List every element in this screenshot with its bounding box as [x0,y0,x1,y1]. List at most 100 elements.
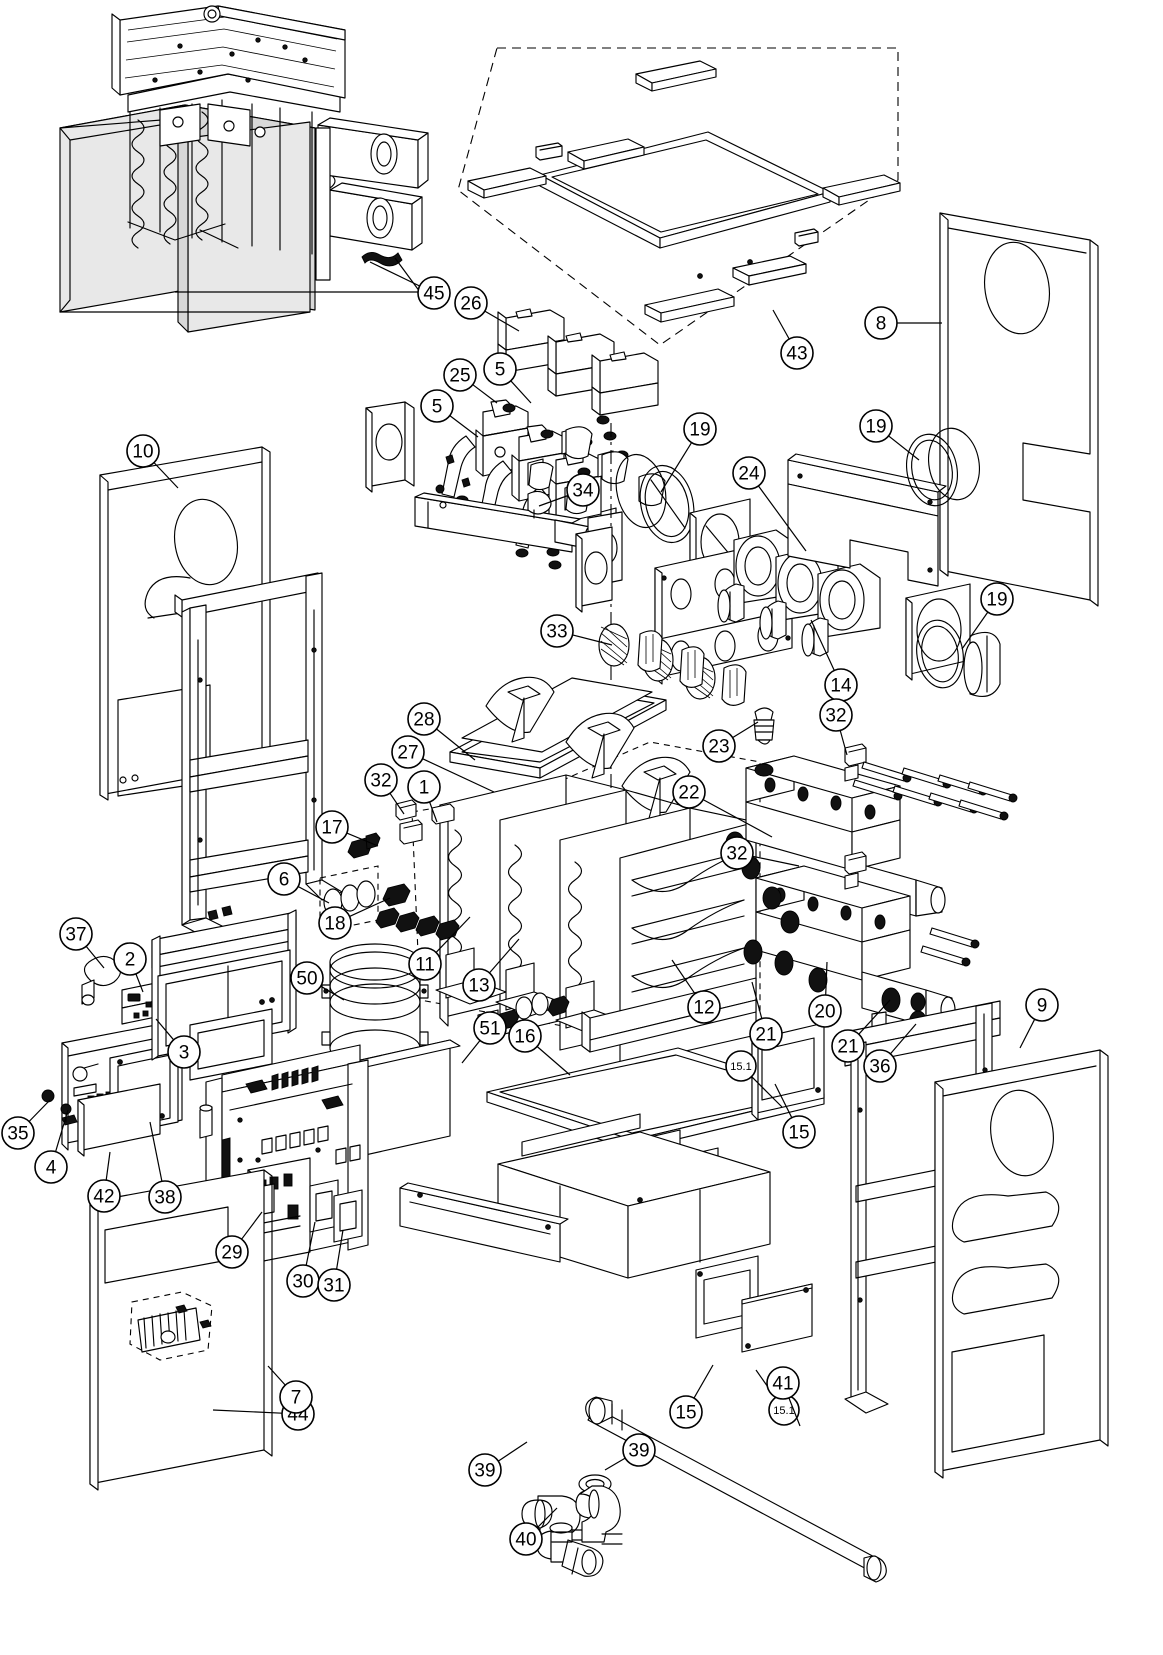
callout-bubble[interactable] [1025,988,1059,1022]
callout-bubble[interactable] [819,698,853,732]
callout-18[interactable]: 18 [318,897,391,940]
callout-bubble[interactable] [859,409,893,443]
callout-bubble[interactable] [980,582,1014,616]
callout-bubble[interactable] [669,1395,703,1429]
callout-bubble[interactable] [391,735,425,769]
callout-bubble[interactable] [407,702,441,736]
callout-30[interactable]: 30 [286,1221,320,1298]
callout-bubble[interactable] [364,763,398,797]
callout-bubble[interactable] [408,947,442,981]
callout-bubble[interactable] [622,1433,656,1467]
callout-15[interactable]: 15 [669,1364,714,1429]
callout-37[interactable]: 37 [59,917,105,969]
callout-6[interactable]: 6 [267,862,330,904]
callout-bubble[interactable] [864,306,898,340]
callout-bubble[interactable] [113,942,147,976]
callout-bubble[interactable] [808,994,842,1028]
callout-bubble[interactable] [831,1029,865,1063]
callout-14[interactable]: 14 [810,619,858,702]
callout-17[interactable]: 17 [315,810,379,847]
callout-bubble[interactable] [683,412,717,446]
callout-bubble[interactable] [468,1453,502,1487]
callout-33[interactable]: 33 [540,614,613,648]
callout-bubble[interactable] [318,906,352,940]
callout-50[interactable]: 50 [290,961,345,1001]
callout-13[interactable]: 13 [462,938,520,1002]
callout-bubble[interactable] [782,1115,816,1149]
callout-bubble[interactable] [540,614,574,648]
callout-bubble[interactable] [148,1180,182,1214]
callout-10[interactable]: 10 [126,434,179,489]
callout-bubble[interactable] [766,1366,800,1400]
callout-bubble[interactable] [454,286,488,320]
callout-15-1[interactable]: 15.1 [755,1369,800,1426]
callout-bubble[interactable] [87,1179,121,1213]
callout-39[interactable]: 39 [468,1441,528,1487]
callout-bubble[interactable] [687,990,721,1024]
callout-bubble[interactable] [702,729,736,763]
callout-51[interactable]: 51 [461,1011,507,1064]
callout-26[interactable]: 26 [454,286,520,332]
callout-bubble[interactable] [215,1235,249,1269]
callout-28[interactable]: 28 [407,702,476,761]
callout-19[interactable]: 19 [961,582,1014,650]
callout-15[interactable]: 15 [774,1083,816,1149]
callout-24[interactable]: 24 [732,456,807,552]
callout-bubble[interactable] [417,276,451,310]
callout-16[interactable]: 16 [508,1019,571,1076]
callout-bubble[interactable] [672,775,706,809]
callout-bubble[interactable] [720,836,754,870]
callout-19[interactable]: 19 [859,409,920,461]
callout-45[interactable]: 45 [369,261,451,310]
callout-20[interactable]: 20 [808,961,842,1028]
callout-41[interactable]: 41 [766,1366,801,1427]
callout-22[interactable]: 22 [672,775,773,838]
callout-29[interactable]: 29 [215,1211,263,1269]
callout-bubble[interactable] [407,770,441,804]
callout-7[interactable]: 7 [267,1365,313,1414]
callout-bubble[interactable] [267,862,301,896]
callout-2[interactable]: 2 [113,942,147,993]
callout-8[interactable]: 8 [864,306,942,340]
callout-bubble[interactable] [34,1150,68,1184]
callout-34[interactable]: 34 [538,473,600,507]
callout-25[interactable]: 25 [443,358,498,404]
callout-9[interactable]: 9 [1019,988,1059,1049]
callout-bubble[interactable] [749,1017,783,1051]
callout-bubble[interactable] [290,961,324,995]
callout-31[interactable]: 31 [317,1229,351,1302]
callout-38[interactable]: 38 [148,1121,182,1214]
callout-12[interactable]: 12 [671,959,721,1024]
callout-bubble[interactable] [863,1049,897,1083]
callout-1[interactable]: 1 [407,770,441,823]
callout-bubble[interactable] [126,434,160,468]
callout-32[interactable]: 32 [819,698,853,756]
callout-bubble[interactable] [508,1019,542,1053]
callout-4[interactable]: 4 [34,1109,69,1184]
callout-bubble[interactable] [317,1268,351,1302]
callout-27[interactable]: 27 [391,735,495,793]
callout-32[interactable]: 32 [364,763,405,815]
callout-bubble[interactable] [483,352,517,386]
callout-23[interactable]: 23 [702,721,759,763]
callout-36[interactable]: 36 [863,1023,917,1083]
callout-5[interactable]: 5 [483,352,532,404]
callout-32[interactable]: 32 [720,836,800,870]
callout-43[interactable]: 43 [772,309,814,370]
callout-bubble[interactable] [315,810,349,844]
callout-40[interactable]: 40 [509,1507,558,1556]
callout-3[interactable]: 3 [155,1018,201,1069]
callout-bubble[interactable] [1,1116,35,1150]
callout-15-1[interactable]: 15.1 [725,1050,783,1108]
callout-bubble[interactable] [420,389,454,423]
callout-bubble[interactable] [780,336,814,370]
callout-21[interactable]: 21 [749,981,783,1051]
callout-5[interactable]: 5 [420,389,479,438]
callout-19[interactable]: 19 [660,412,717,493]
callout-42[interactable]: 42 [87,1151,121,1213]
callout-bubble[interactable] [462,968,496,1002]
callout-bubble[interactable] [509,1522,543,1556]
callout-bubble[interactable] [167,1035,201,1069]
callout-bubble[interactable] [725,1050,757,1082]
callout-bubble[interactable] [566,473,600,507]
